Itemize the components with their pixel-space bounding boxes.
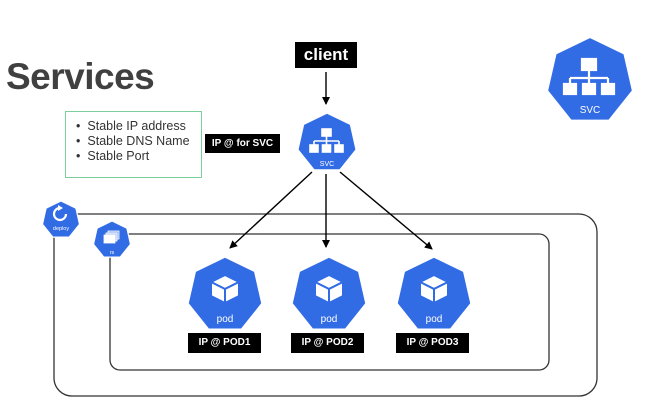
replicaset-boundary: [109, 233, 550, 371]
svc-logo-text: SVC: [580, 105, 601, 116]
replicaset-icon-text: rs: [110, 250, 115, 256]
svc-to-pod3-arrow: [339, 171, 433, 250]
svc-logo-icon: SVC: [546, 35, 634, 122]
service-icon-text: SVC: [320, 161, 334, 168]
pod-ip-label: IP @ POD3: [396, 333, 469, 353]
page-title: Services: [6, 56, 155, 97]
pod-icon-text: pod: [217, 314, 234, 325]
feature-item: Stable DNS Name: [76, 134, 201, 149]
deployment-icon-text: deploy: [53, 226, 69, 232]
pod-icon: pod: [291, 256, 367, 330]
cube-face: [433, 281, 449, 304]
deployment-icon: deploy: [41, 200, 81, 238]
client-label: client: [295, 42, 357, 68]
pod-icon: pod: [396, 256, 472, 330]
pod-icon-text: pod: [426, 314, 443, 325]
replicaset-icon: rs: [92, 220, 132, 258]
feature-item: Stable IP address: [76, 119, 201, 134]
cube-icon: [314, 274, 344, 304]
cube-face: [224, 281, 240, 304]
pod-icon-text: pod: [321, 314, 338, 325]
service-icon: SVC: [296, 112, 358, 171]
cube-icon: [210, 274, 240, 304]
svc-ip-label: IP @ for SVC: [205, 134, 280, 153]
pod-ip-label: IP @ POD2: [291, 333, 364, 353]
service-features-box: Stable IP address Stable DNS Name Stable…: [65, 111, 202, 178]
pod-ip-label: IP @ POD1: [188, 333, 261, 353]
svc-to-pod1-arrow: [229, 171, 313, 249]
cube-face: [328, 281, 344, 304]
pod-icon: pod: [187, 256, 263, 330]
cube-icon: [419, 274, 449, 304]
feature-item: Stable Port: [76, 149, 201, 164]
